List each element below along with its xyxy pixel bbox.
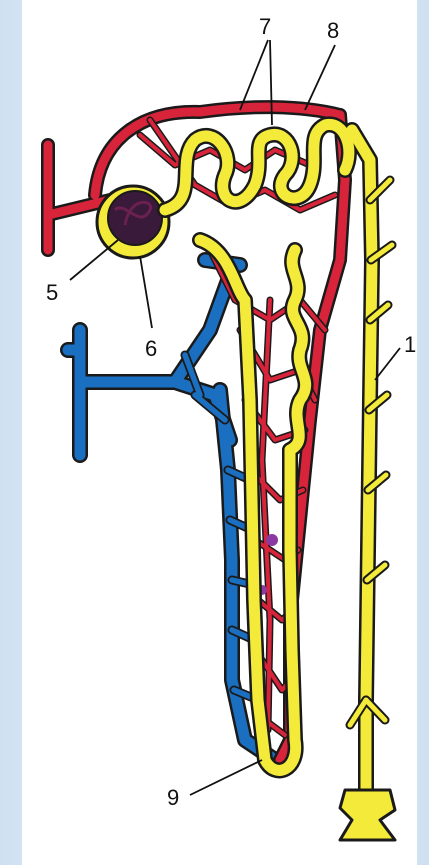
- label-8: 8: [327, 18, 339, 43]
- mixed-capillary-spot: [266, 534, 278, 546]
- label-9: 9: [167, 785, 179, 810]
- leader-6: [140, 256, 152, 328]
- renal-corpuscle: [97, 186, 169, 258]
- leader-7a: [240, 40, 268, 110]
- leader-1: [375, 348, 400, 380]
- label-6: 6: [145, 336, 157, 361]
- label-1: 1: [404, 332, 416, 357]
- papillary-duct-opening: [340, 790, 395, 840]
- glomerulus: [108, 191, 162, 245]
- label-5: 5: [46, 280, 58, 305]
- leader-5: [70, 240, 118, 280]
- leader-9: [190, 760, 262, 795]
- leader-8: [305, 45, 335, 110]
- label-7: 7: [259, 14, 271, 39]
